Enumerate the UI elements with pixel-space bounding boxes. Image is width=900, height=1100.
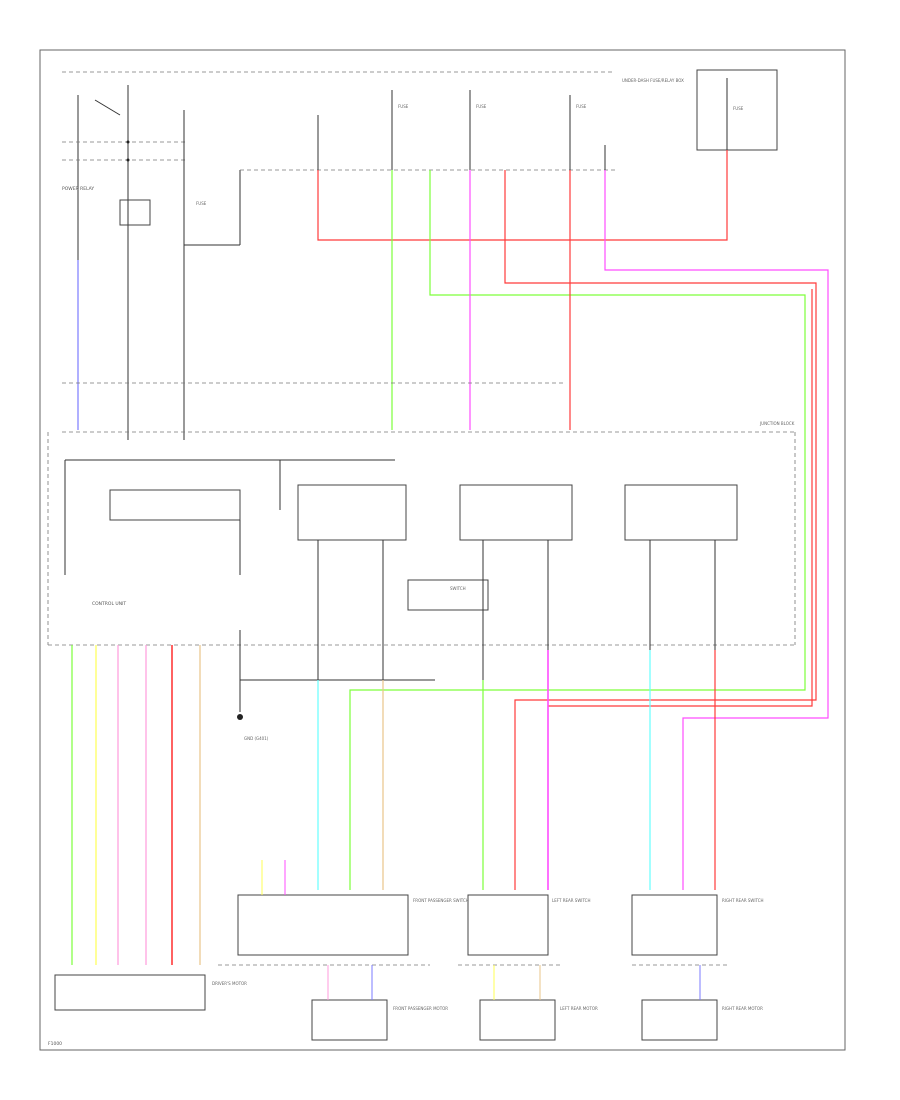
fuse-4-label: FUSE	[733, 106, 744, 111]
front-pass-motor-label: FRONT PASSENGER MOTOR	[393, 1006, 448, 1011]
fuse-1-label: FUSE	[398, 104, 409, 109]
fuse-main-label: FUSE	[196, 201, 207, 206]
left-rear-switch-label: LEFT REAR SWITCH	[552, 898, 590, 903]
left-rear-motor-label: LEFT REAR MOTOR	[560, 1006, 598, 1011]
lower-switches: FRONT PASSENGER SWITCH LEFT REAR SWITCH …	[218, 860, 764, 966]
power-relay: POWER RELAY FUSE	[62, 110, 615, 440]
ground-symbol: GND (G401)	[237, 630, 435, 741]
junction-block-label: JUNCTION BLOCK	[759, 421, 795, 426]
switch-boxes: SWITCH	[297, 484, 738, 680]
right-rear-motor-label: RIGHT REAR MOTOR	[722, 1006, 763, 1011]
fuse-block: FUSE FUSE FUSE UNDER-DASH FUSE/RELAY BOX…	[317, 69, 778, 170]
door-lock-switch-label: SWITCH	[450, 586, 466, 591]
lower-wires	[71, 645, 716, 965]
right-rear-switch-label: RIGHT REAR SWITCH	[722, 898, 764, 903]
fuse-2-label: FUSE	[476, 104, 487, 109]
diagram-frame	[39, 49, 846, 1051]
driver-motor-label: DRIVER'S MOTOR	[212, 981, 247, 986]
control-unit: CONTROL UNIT	[47, 432, 796, 646]
fuse-3-label: FUSE	[576, 104, 587, 109]
power-relay-label: POWER RELAY	[62, 186, 94, 192]
front-pass-switch-label: FRONT PASSENGER SWITCH	[413, 898, 469, 903]
motors: DRIVER'S MOTOR FRONT PASSENGER MOTOR LEF…	[54, 965, 763, 1041]
ground-label: GND (G401)	[244, 736, 269, 741]
under-dash-label: UNDER-DASH FUSE/RELAY BOX	[622, 78, 684, 83]
ignition-switch	[62, 85, 185, 440]
colored-wires-top	[317, 150, 829, 890]
diagram-code: F1000	[48, 1041, 62, 1047]
control-unit-label: CONTROL UNIT	[92, 601, 126, 607]
left-wires: JUNCTION BLOCK	[62, 260, 795, 433]
